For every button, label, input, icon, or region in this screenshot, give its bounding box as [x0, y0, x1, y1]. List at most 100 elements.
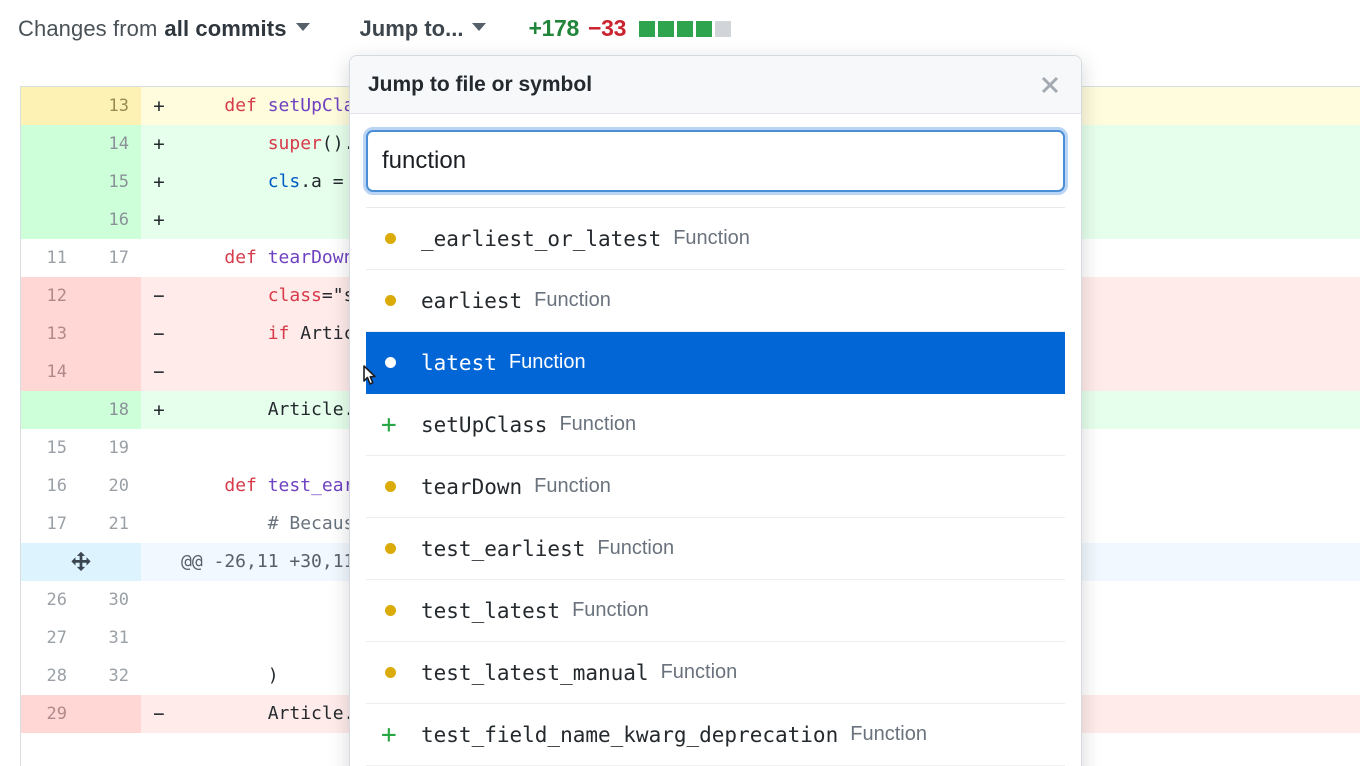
result-symbol-kind: Function	[559, 413, 637, 435]
diff-stat-block	[658, 20, 675, 37]
result-symbol-kind: Function	[572, 599, 649, 621]
diff-marker: +	[141, 201, 177, 239]
diff-marker	[141, 429, 177, 467]
diff-marker: +	[141, 391, 177, 429]
jump-to-dropdown[interactable]: Jump to...	[360, 16, 487, 42]
modified-symbol-icon	[385, 605, 396, 616]
diff-stat-block	[677, 20, 694, 37]
diff-stat-block	[715, 20, 732, 37]
search-input[interactable]	[363, 127, 1068, 195]
modal-title: Jump to file or symbol	[368, 72, 593, 96]
line-number-new: 13	[79, 87, 141, 125]
search-result-item[interactable]: + test_field_name_kwarg_deprecation Functi…	[366, 704, 1065, 766]
line-number-old: 14	[21, 353, 79, 391]
line-number-new	[79, 315, 141, 353]
result-symbol-name: test_latest	[421, 598, 561, 623]
diff-marker: −	[141, 277, 177, 315]
deletions-count: −33	[588, 15, 627, 41]
jump-to-modal: Jump to file or symbol _earliest_or_late…	[349, 55, 1082, 766]
changes-from-label: Changes from	[18, 15, 158, 41]
search-result-item[interactable]: + setUpClass Function	[366, 394, 1065, 456]
diff-marker	[141, 505, 177, 543]
line-number-new: 32	[79, 657, 141, 695]
close-icon[interactable]	[1035, 70, 1065, 100]
result-marker	[383, 481, 421, 492]
line-number-old	[21, 125, 79, 163]
line-number-old: 17	[21, 505, 79, 543]
result-marker	[383, 605, 421, 616]
diff-marker	[141, 467, 177, 505]
modal-body: _earliest_or_latestFunctionearliestFunct…	[350, 114, 1081, 766]
added-symbol-icon: +	[381, 719, 397, 750]
diff-marker	[141, 543, 177, 581]
modified-symbol-icon	[385, 295, 396, 306]
diff-marker: +	[141, 163, 177, 201]
result-marker	[383, 357, 421, 368]
line-number-old: 28	[21, 657, 79, 695]
line-number-old	[21, 391, 79, 429]
line-number-old	[21, 87, 79, 125]
line-number-old: 15	[21, 429, 79, 467]
search-result-item[interactable]: test_earliest Function	[366, 518, 1065, 580]
line-number-new	[79, 353, 141, 391]
result-marker	[383, 543, 421, 554]
modified-symbol-icon	[385, 357, 396, 368]
modified-symbol-icon	[385, 543, 396, 554]
diff-toolbar: Changes from all commits Jump to... +178…	[0, 0, 1360, 57]
line-number-new: 21	[79, 505, 141, 543]
result-symbol-name: setUpClass	[421, 412, 548, 437]
jump-to-label: Jump to...	[359, 15, 464, 41]
chevron-down-icon	[295, 22, 310, 31]
result-symbol-kind: Function	[508, 351, 586, 373]
diff-marker: +	[141, 125, 177, 163]
changes-from-dropdown[interactable]: Changes from all commits	[18, 16, 310, 42]
result-symbol-name: earliest	[421, 288, 523, 313]
result-symbol-kind: Function	[673, 227, 750, 249]
search-result-item[interactable]: _earliest_or_latest Function	[366, 208, 1065, 270]
result-symbol-kind: Function	[850, 723, 927, 745]
diff-marker: −	[141, 695, 177, 733]
search-result-item[interactable]: test_latest Function	[366, 580, 1065, 642]
result-symbol-name: test_latest_manual	[421, 660, 649, 685]
result-symbol-name: _earliest_or_latest	[421, 226, 662, 251]
result-marker: +	[381, 719, 421, 750]
changes-from-value: all commits	[164, 15, 287, 41]
diff-marker: +	[141, 87, 177, 125]
result-symbol-name: tearDown	[421, 474, 523, 499]
result-marker	[383, 667, 421, 678]
diff-stat-block	[696, 20, 713, 37]
diff-marker	[141, 657, 177, 695]
result-symbol-kind: Function	[597, 537, 675, 559]
modal-header: Jump to file or symbol	[350, 56, 1081, 114]
line-number-old	[21, 163, 79, 201]
chevron-down-icon	[472, 22, 487, 31]
result-marker: +	[381, 409, 421, 440]
diff-stat-block	[639, 20, 656, 37]
result-symbol-name: test_field_name_kwarg_deprecation	[421, 722, 839, 747]
modified-symbol-icon	[385, 233, 396, 244]
line-number-old	[21, 201, 79, 239]
line-number-new: 19	[79, 429, 141, 467]
expand-hunk-button[interactable]	[21, 543, 141, 581]
diff-marker: −	[141, 315, 177, 353]
line-number-new	[79, 695, 141, 733]
result-symbol-name: test_earliest	[421, 536, 586, 561]
line-number-new: 17	[79, 239, 141, 277]
search-result-item[interactable]: latest Function	[366, 332, 1065, 394]
line-number-new: 30	[79, 581, 141, 619]
result-marker	[383, 295, 421, 306]
line-number-new: 18	[79, 391, 141, 429]
line-number-old: 26	[21, 581, 79, 619]
diff-marker	[141, 619, 177, 657]
line-number-new: 31	[79, 619, 141, 657]
result-symbol-name: latest	[421, 350, 497, 375]
line-number-new	[79, 277, 141, 315]
diff-marker	[141, 239, 177, 277]
diff-marker: −	[141, 353, 177, 391]
modified-symbol-icon	[385, 481, 396, 492]
added-symbol-icon: +	[381, 409, 397, 440]
